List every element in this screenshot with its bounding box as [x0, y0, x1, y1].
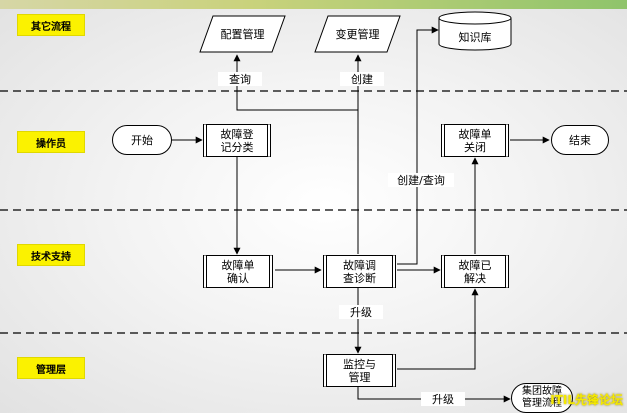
- knowledge-base-label: 知识库: [458, 31, 492, 44]
- edge-label-escalate-2: 升级: [421, 392, 465, 406]
- lane-management: 管理层: [17, 357, 85, 379]
- register-node: 故障登 记分类: [203, 124, 271, 157]
- ticket-close-node: 故障单 关闭: [441, 124, 509, 157]
- config-mgmt-label: 配置管理: [220, 28, 265, 41]
- monitor-node: 监控与 管理: [323, 354, 396, 387]
- confirm-node: 故障单 确认: [203, 255, 273, 288]
- change-mgmt-shape: [314, 15, 401, 53]
- edge-label-create: 创建: [340, 72, 384, 86]
- change-mgmt-label: 变更管理: [335, 28, 380, 41]
- top-color-bar: [0, 0, 627, 9]
- lane-operator: 操作员: [17, 131, 85, 153]
- lane-other: 其它流程: [17, 14, 85, 36]
- edge-label-create-query: 创建/查询: [388, 173, 454, 187]
- knowledge-base-shape: [438, 11, 512, 51]
- edge-label-query: 查询: [218, 72, 262, 86]
- forum-watermark: ITIL先锋论坛: [550, 393, 623, 407]
- lane-separators: [0, 90, 627, 334]
- resolved-node: 故障已 解决: [441, 255, 509, 288]
- config-mgmt-shape: [199, 15, 286, 53]
- diagnose-node: 故障调 查诊断: [323, 255, 396, 288]
- edge-label-escalate-1: 升级: [339, 305, 383, 319]
- end-node: 结束: [551, 125, 609, 155]
- lane-support: 技术支持: [17, 244, 85, 266]
- start-node: 开始: [112, 125, 172, 155]
